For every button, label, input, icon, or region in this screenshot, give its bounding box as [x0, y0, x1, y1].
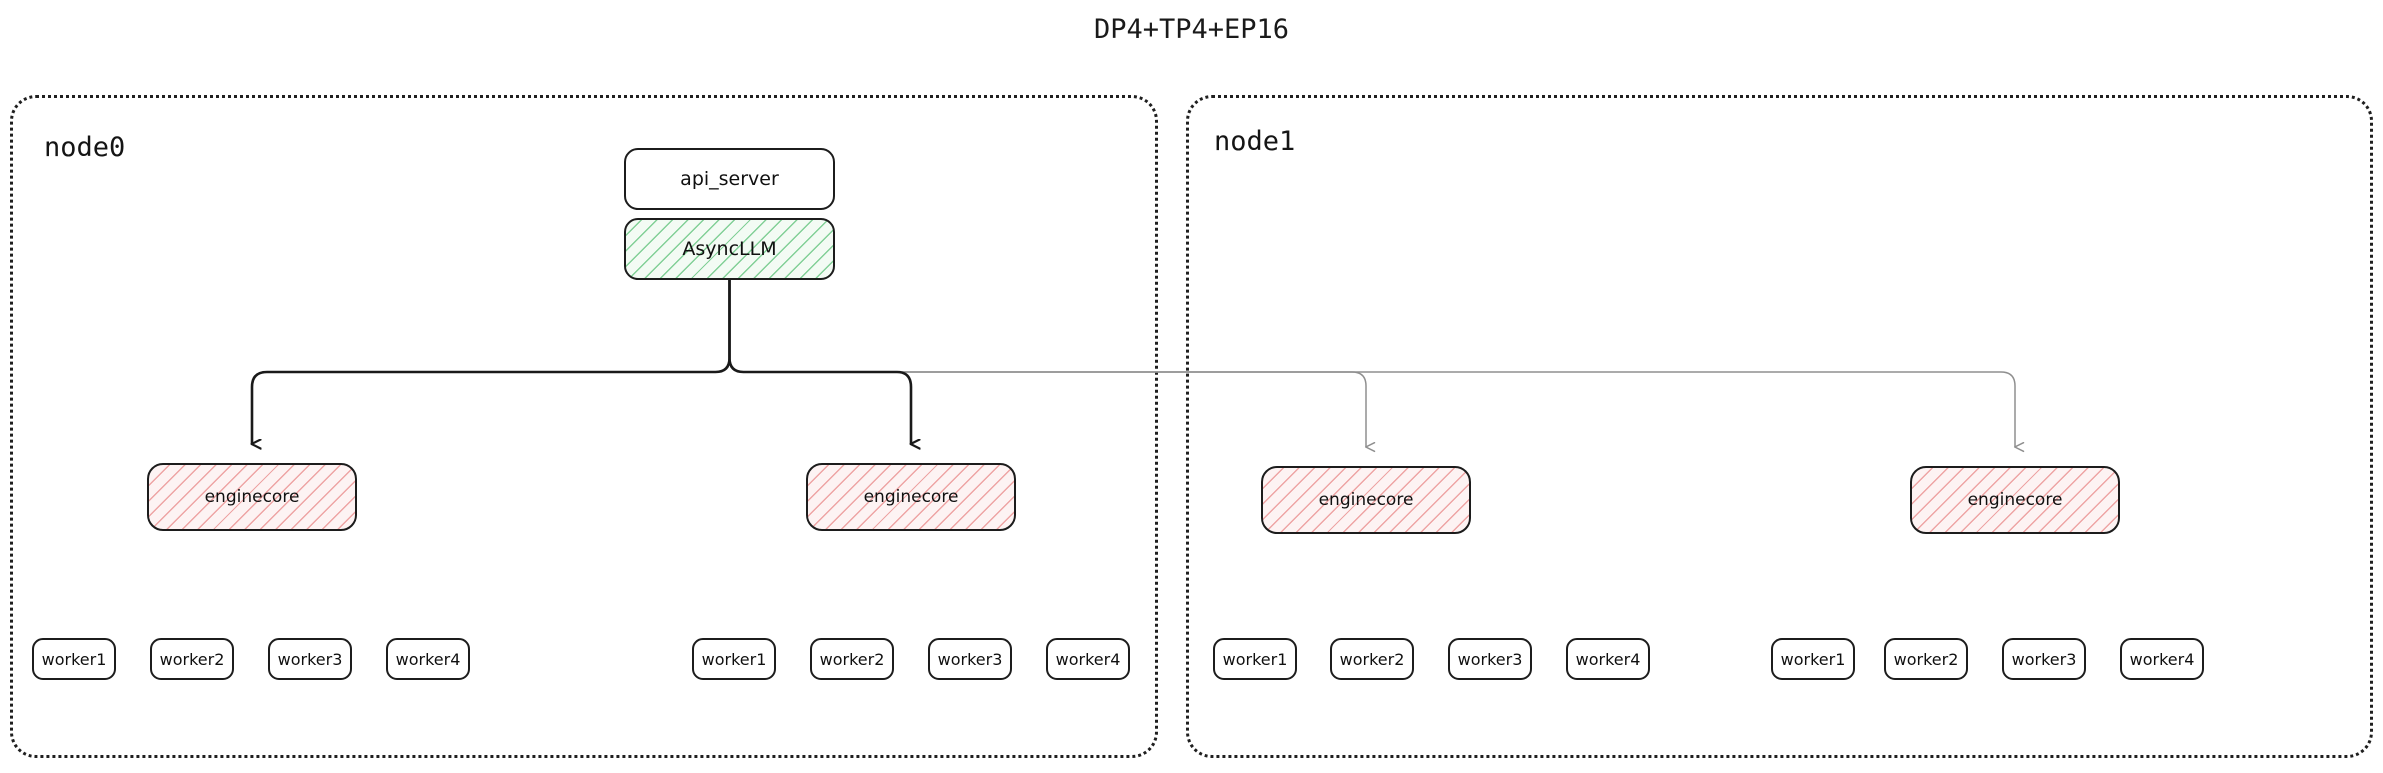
worker-box[interactable]: worker2: [1884, 638, 1968, 680]
worker-box[interactable]: worker2: [1330, 638, 1414, 680]
worker-box[interactable]: worker1: [1771, 638, 1855, 680]
worker-box[interactable]: worker1: [1213, 638, 1297, 680]
worker-box[interactable]: worker4: [2120, 638, 2204, 680]
worker-box[interactable]: worker4: [1046, 638, 1130, 680]
worker-box[interactable]: worker3: [928, 638, 1012, 680]
enginecore-box[interactable]: enginecore: [806, 463, 1016, 531]
worker-box[interactable]: worker3: [2002, 638, 2086, 680]
worker-box[interactable]: worker4: [386, 638, 470, 680]
node-label-node0: node0: [44, 132, 126, 163]
node-label-node1: node1: [1214, 126, 1296, 157]
asyncllm-box[interactable]: AsyncLLM: [624, 218, 835, 280]
worker-box[interactable]: worker3: [268, 638, 352, 680]
enginecore-box[interactable]: enginecore: [147, 463, 357, 531]
worker-box[interactable]: worker3: [1448, 638, 1532, 680]
page-title: DP4+TP4+EP16: [1093, 14, 1290, 45]
worker-box[interactable]: worker1: [32, 638, 116, 680]
worker-box[interactable]: worker1: [692, 638, 776, 680]
worker-box[interactable]: worker4: [1566, 638, 1650, 680]
enginecore-box[interactable]: enginecore: [1910, 466, 2120, 534]
enginecore-box[interactable]: enginecore: [1261, 466, 1471, 534]
worker-box[interactable]: worker2: [810, 638, 894, 680]
api-server-box[interactable]: api_server: [624, 148, 835, 210]
worker-box[interactable]: worker2: [150, 638, 234, 680]
